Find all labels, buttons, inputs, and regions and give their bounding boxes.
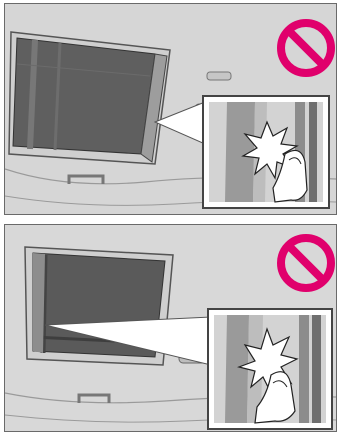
illustration-panel-top <box>4 3 337 215</box>
inset-detail-bottom <box>208 309 332 429</box>
illustration-panel-bottom <box>4 224 337 432</box>
inset-detail-top <box>203 96 329 208</box>
car-interior-scene-top <box>5 4 336 214</box>
car-interior-scene-bottom <box>5 225 336 431</box>
